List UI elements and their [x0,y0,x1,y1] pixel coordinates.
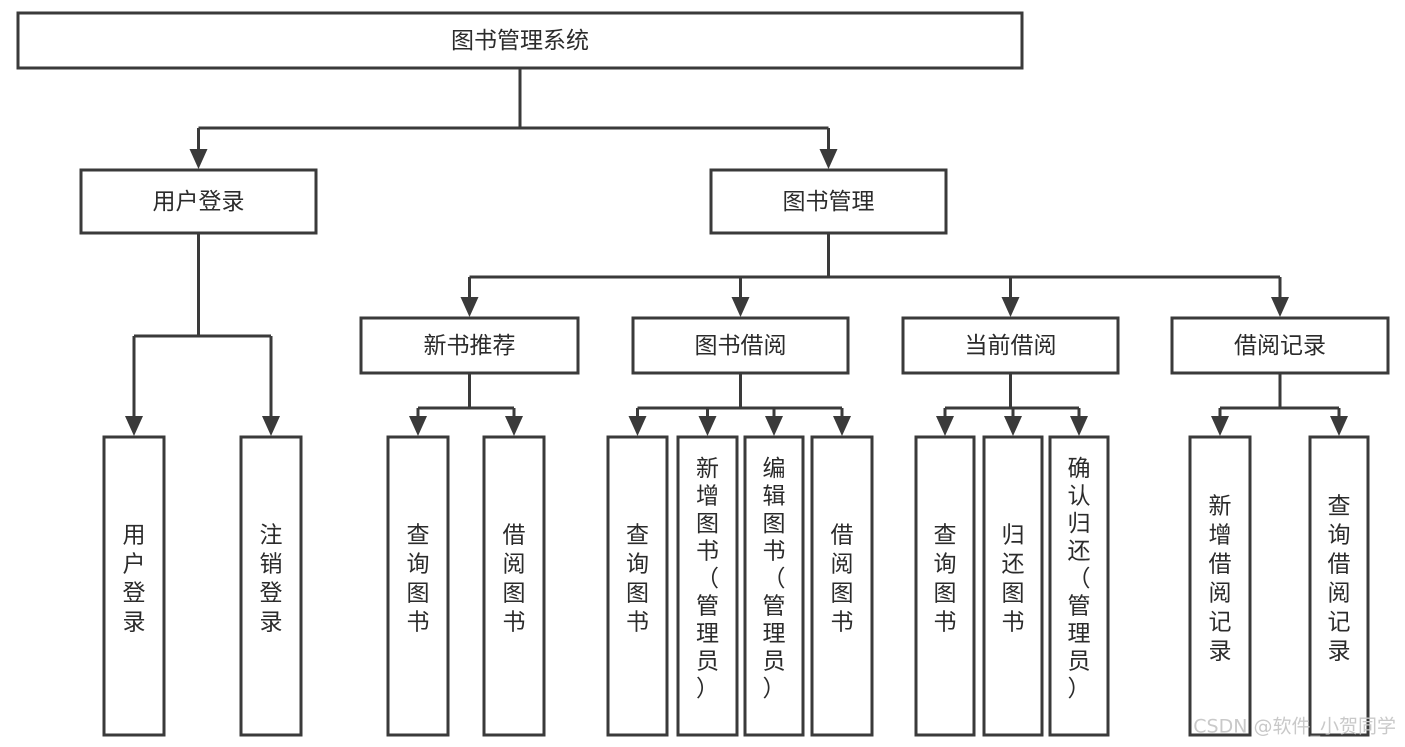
node-label: 新增借阅记录 [1209,494,1232,665]
node-label: 新书推荐 [424,333,516,359]
arrow-head-icon [1004,416,1022,436]
nodes-layer: 图书管理系统用户登录图书管理新书推荐图书借阅当前借阅借阅记录用户登录注销登录查询… [16,11,1390,737]
node-rect [482,435,546,737]
node-rect [239,435,303,737]
csdn-watermark: CSDN @软件_小贺同学 [1193,716,1396,738]
arrow-head-icon [1271,297,1289,317]
node-leaf-2[interactable]: 查询图书 [386,435,450,737]
node-label: 图书管理 [783,189,875,215]
arrow-head-icon [460,297,479,317]
node-label: 查询图书 [626,523,649,636]
node-label: 图书借阅 [695,333,787,359]
node-label: 用户登录 [123,523,146,636]
node-label: 图书管理系统 [451,28,589,54]
node-level3-图书借阅[interactable]: 图书借阅 [631,316,850,375]
node-leaf-3[interactable]: 借阅图书 [482,435,546,737]
arrow-head-icon [765,416,783,436]
node-leaf-11[interactable]: 新增借阅记录 [1188,435,1252,737]
arrow-head-icon [1330,416,1348,436]
node-label: 借阅记录 [1234,333,1326,359]
arrow-head-icon [1070,416,1088,436]
node-rect [359,316,580,375]
node-label: 注销登录 [260,523,283,636]
node-label: 借阅图书 [503,523,526,636]
arrow-head-icon [262,416,280,436]
node-level2-图书管理[interactable]: 图书管理 [709,168,948,235]
node-label: 查询借阅记录 [1328,494,1351,665]
node-level3-新书推荐[interactable]: 新书推荐 [359,316,580,375]
node-leaf-9[interactable]: 归还图书 [982,435,1044,737]
node-leaf-6[interactable]: 编辑图书（管理员） [743,435,805,737]
node-rect [743,435,805,737]
node-label: 查询图书 [407,523,430,636]
arrow-head-icon [505,416,523,436]
node-leaf-10[interactable]: 确认归还（管理员） [1048,435,1110,737]
node-rect [1170,316,1390,375]
node-rect [102,435,166,737]
node-level3-借阅记录[interactable]: 借阅记录 [1170,316,1390,375]
node-leaf-1[interactable]: 注销登录 [239,435,303,737]
node-leaf-4[interactable]: 查询图书 [606,435,669,737]
arrow-head-icon [1001,297,1020,317]
node-rect [810,435,874,737]
node-rect [914,435,976,737]
node-rect [676,435,739,737]
connectors-layer [125,68,1348,436]
arrow-head-icon [833,416,851,436]
node-label: 编辑图书（管理员） [763,456,786,702]
node-leaf-0[interactable]: 用户登录 [102,435,166,737]
node-rect [606,435,669,737]
node-label: 新增图书（管理员） [696,456,719,702]
node-rect [982,435,1044,737]
node-label: 归还图书 [1002,523,1025,636]
node-rect [1308,435,1370,737]
arrow-head-icon [628,416,647,436]
arrow-head-icon [698,416,717,436]
node-leaf-12[interactable]: 查询借阅记录 [1308,435,1370,737]
arrow-head-icon [819,149,838,169]
node-rect [386,435,450,737]
node-rect [79,168,318,235]
node-rect [709,168,948,235]
node-rect [631,316,850,375]
node-rect [901,316,1120,375]
arrow-head-icon [1211,416,1229,436]
node-label: 当前借阅 [965,333,1057,359]
node-level3-当前借阅[interactable]: 当前借阅 [901,316,1120,375]
arrow-head-icon [125,416,143,436]
node-label: 用户登录 [153,189,245,215]
arrow-head-icon [731,297,750,317]
arrow-head-icon [189,149,208,169]
arrow-head-icon [409,416,427,436]
node-rect [1048,435,1110,737]
node-label: 查询图书 [934,523,957,636]
node-root-图书管理系统[interactable]: 图书管理系统 [16,11,1024,70]
node-label: 借阅图书 [831,523,854,636]
node-leaf-8[interactable]: 查询图书 [914,435,976,737]
arrow-head-icon [936,416,954,436]
node-leaf-7[interactable]: 借阅图书 [810,435,874,737]
node-label: 确认归还（管理员） [1068,456,1091,702]
node-rect [1188,435,1252,737]
node-leaf-5[interactable]: 新增图书（管理员） [676,435,739,737]
node-rect [16,11,1024,70]
node-level2-用户登录[interactable]: 用户登录 [79,168,318,235]
